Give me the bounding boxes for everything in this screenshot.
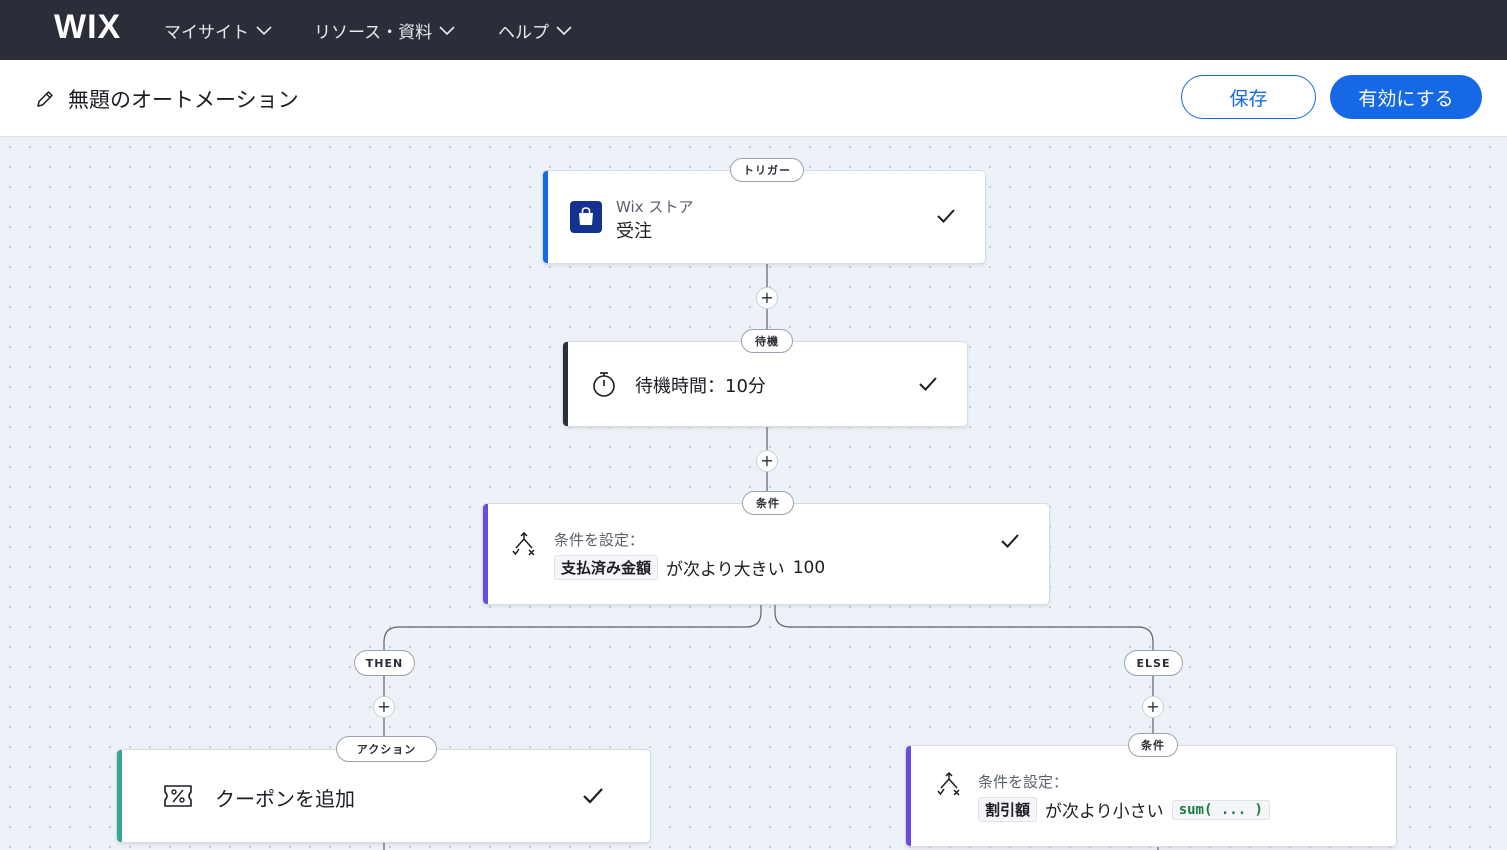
split-condition-icon — [937, 772, 960, 796]
top-navigation-bar: WIX マイサイト リソース・資料 ヘルプ — [0, 0, 1507, 60]
condition-heading: 条件を設定： — [554, 531, 645, 549]
chevron-down-icon — [556, 26, 572, 36]
split-condition-icon — [512, 532, 535, 556]
trigger-card-accent — [543, 171, 548, 263]
nav-resources-label: リソース・資料 — [314, 22, 433, 43]
stopwatch-icon — [593, 372, 615, 397]
wait-card-accent — [563, 342, 568, 426]
else-condition-operator: が次より小さい — [1045, 802, 1164, 822]
else-condition-card-accent — [906, 746, 911, 846]
automation-canvas[interactable]: Wix ストア 受注 トリガー + 待機時間：10分 待機 + — [0, 137, 1507, 850]
trigger-pill: トリガー — [730, 158, 804, 182]
condition-pill: 条件 — [742, 491, 794, 515]
activate-button[interactable]: 有効にする — [1330, 75, 1482, 119]
condition-card[interactable]: 条件を設定： 支払済み金額 が次より大きい 100 — [483, 504, 1049, 604]
checkmark-icon — [937, 209, 955, 223]
else-condition-card[interactable]: 条件を設定： 割引額 が次より小さい sum( ... ) — [906, 746, 1396, 846]
condition-card-accent — [483, 504, 488, 604]
wix-logo[interactable]: WIX — [54, 8, 122, 46]
shopping-bag-icon — [570, 201, 602, 233]
nav-resources[interactable]: リソース・資料 — [314, 0, 456, 60]
checkmark-icon — [919, 377, 937, 391]
condition-field-chip: 支払済み金額 — [554, 555, 659, 580]
coupon-icon — [164, 785, 192, 807]
pencil-icon[interactable] — [34, 88, 56, 110]
add-then-step-button[interactable]: + — [373, 696, 395, 718]
else-condition-expression: 割引額 が次より小さい sum( ... ) — [978, 797, 1270, 822]
else-condition-pill: 条件 — [1128, 733, 1178, 757]
nav-my-sites-label: マイサイト — [164, 22, 249, 43]
action-pill: アクション — [336, 736, 437, 762]
chevron-down-icon — [256, 26, 272, 36]
else-condition-field-chip: 割引額 — [978, 797, 1038, 822]
trigger-app-name: Wix ストア — [616, 198, 694, 216]
trigger-event-name: 受注 — [616, 221, 652, 242]
condition-value: 100 — [792, 557, 826, 578]
add-step-button[interactable]: + — [756, 287, 778, 309]
wait-card[interactable]: 待機時間：10分 — [563, 342, 967, 426]
save-button[interactable]: 保存 — [1181, 75, 1316, 119]
title-area[interactable]: 無題のオートメーション — [34, 84, 299, 114]
checkmark-icon — [583, 788, 603, 804]
add-else-step-button[interactable]: + — [1142, 696, 1164, 718]
trigger-card[interactable]: Wix ストア 受注 — [543, 171, 985, 263]
condition-operator: が次より大きい — [666, 560, 785, 580]
condition-expression: 支払済み金額 が次より大きい 100 — [554, 555, 825, 580]
chevron-down-icon — [439, 26, 455, 36]
nav-help-label: ヘルプ — [498, 22, 549, 43]
action-card[interactable]: クーポンを追加 — [117, 750, 650, 842]
action-label: クーポンを追加 — [215, 787, 355, 811]
checkmark-icon — [1001, 534, 1019, 548]
wait-pill: 待機 — [741, 329, 793, 353]
add-step-button[interactable]: + — [756, 450, 778, 472]
else-branch-label: ELSE — [1124, 650, 1183, 676]
then-branch-label: THEN — [354, 650, 415, 676]
automation-header: 無題のオートメーション 保存 有効にする — [0, 60, 1507, 137]
else-condition-heading: 条件を設定： — [978, 773, 1069, 791]
nav-help[interactable]: ヘルプ — [498, 0, 573, 60]
else-condition-value-chip: sum( ... ) — [1171, 799, 1270, 820]
page-title[interactable]: 無題のオートメーション — [68, 88, 299, 112]
action-card-accent — [117, 750, 122, 842]
wait-duration-label: 待機時間：10分 — [635, 376, 766, 397]
nav-my-sites[interactable]: マイサイト — [164, 0, 273, 60]
